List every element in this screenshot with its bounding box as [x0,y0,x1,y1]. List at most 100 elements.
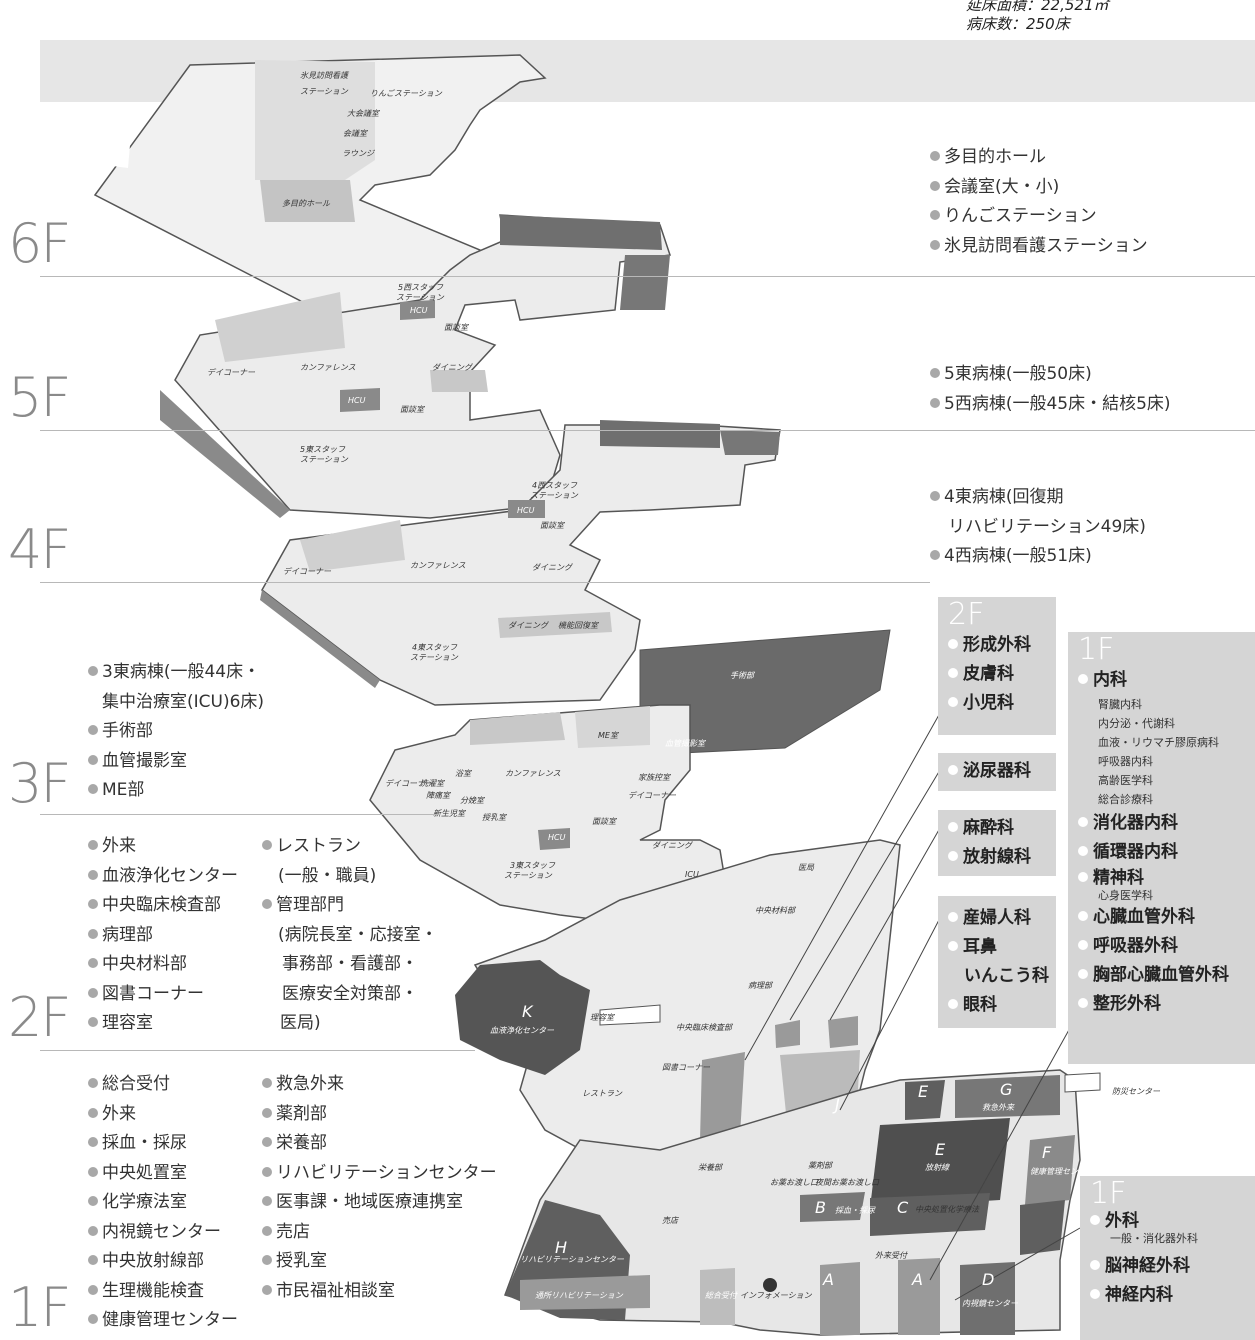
bullet-icon [88,869,98,880]
label-1-endoscopy: 内視鏡センター [962,1299,1018,1308]
list-item: (一般・職員) [278,865,377,886]
label-1-medicine-window: お薬お渡し口 [770,1178,818,1187]
label-5e-staff: 5東スタッフ [300,445,346,454]
label-large-meeting: 大会議室 [347,109,379,118]
label-dialysis: 血液浄化センター [490,1026,554,1035]
facility-list-4f: 4東病棟(回復期 リハビリテーション49床) 4西病棟(一般51床) [930,483,1146,572]
sub-dept: 高齢医学科 [1098,774,1153,787]
list-item: 外来 [88,832,238,862]
panel-urology: 泌尿器科 [938,753,1056,791]
label-k: K [522,1002,533,1021]
label-4w-staff: 4西スタッフ [532,481,578,490]
dept-item: 心臓血管外科 [1068,903,1255,932]
label-1-information: インフォメーション [740,1291,812,1300]
bullet-icon [88,987,98,998]
list-item: 薬剤部 [262,1100,497,1130]
facility-list-6f: 多目的ホール 会議室(大・小) りんごステーション 氷見訪問看護ステーション [930,143,1148,261]
bullet-icon [88,725,98,735]
dept-item: 小児科 [938,689,1056,718]
panel-obgyn: 産婦人科 耳鼻 いんこう科 眼科 [938,896,1056,1028]
bullet-icon [1078,817,1088,827]
label-angiography: 血管撮影室 [665,739,705,748]
dept-item: 麻酔科 [938,810,1056,843]
divider-5f [40,430,1255,431]
label-3-conference: カンファレンス [505,769,561,778]
sub-dept: 腎臓内科 [1098,698,1142,711]
label-3-labor: 陣痛室 [426,791,450,800]
dept-item: 消化器内科 [1068,809,1255,838]
dept-item: 循環器内科 [1068,838,1255,867]
label-1-nutrition: 栄養部 [698,1163,722,1172]
label-5-day-corner: デイコーナー [207,368,255,377]
list-item: 図書コーナー [88,980,238,1010]
panel-anesthesia: 麻酔科 放射線科 [938,810,1056,876]
bullet-icon [262,1255,272,1265]
bullet-icon [88,899,98,909]
facility-list-2f-left: 外来 血液浄化センター 中央臨床検査部 病理部 中央材料部 図書コーナー 理容室 [88,832,238,1039]
list-item: 栄養部 [262,1129,497,1159]
bullet-icon [930,180,940,191]
building-stats: 延床面積：22,521㎡ 病床数：250床 [966,0,1140,34]
bullet-icon [948,941,958,951]
dept-item: 耳鼻 [938,933,1056,962]
label-1-night-medicine: 夜間お薬お渡し口 [815,1178,879,1187]
label-1-pharmacy: 薬剤部 [808,1161,832,1170]
label-5-hcu-a: HCU [410,306,428,315]
facility-list-1f-left: 総合受付 外来 採血・採尿 中央処置室 化学療法室 内視鏡センター 中央放射線部… [88,1070,238,1336]
bullet-icon [88,1314,98,1324]
list-item: 中央処置室 [88,1159,238,1189]
list-item: 外来 [88,1100,238,1130]
bullet-icon [1078,969,1088,979]
floor-3f-map [369,629,891,921]
label-station: ステーション [300,87,348,96]
label-4-interview: 面談室 [540,521,564,530]
label-1-d: D [982,1270,995,1289]
label-meeting: 会議室 [343,129,367,138]
list-item: レストラン [262,832,438,862]
label-3-family: 家族控室 [638,773,670,782]
list-item: 5東病棟(一般50床) [930,360,1171,390]
dept-item: 放射線科 [938,843,1056,872]
bullet-icon [88,1166,98,1177]
bullet-icon [948,912,958,922]
bullet-icon [930,491,940,501]
dept-item: 外科 [1080,1210,1255,1232]
bullet-icon [88,754,98,765]
bullet-icon [262,1137,272,1147]
label-1-day-rehab: 通所リハビリテーション [535,1291,623,1300]
list-item: 5西病棟(一般45床・結核5床) [930,390,1171,420]
dept-item: 神経内科 [1080,1281,1255,1310]
label-1-outpatient-desk: 外来受付 [875,1251,907,1260]
list-item: 中央臨床検査部 [88,891,238,921]
floor-label-4f: 4F [8,518,71,581]
dept-item: 形成外科 [938,631,1056,660]
label-himi-station: 氷見訪問看護 [300,71,348,80]
bullet-icon [948,851,958,861]
label-1-b: B [815,1198,826,1217]
floor-label-5f: 5F [8,366,71,429]
bullet-icon [948,668,958,678]
bullet-icon [948,697,958,707]
label-lounge: ラウンジ [342,149,374,158]
list-item: 4東病棟(回復期 [930,483,1146,513]
list-item: 医局) [280,1013,321,1033]
label-1-disaster-center: 防災センター [1112,1087,1160,1096]
list-item: 市民福祉相談室 [262,1277,497,1307]
bullet-icon [1078,674,1088,684]
bullet-icon [88,1284,98,1295]
list-item: 理容室 [88,1009,238,1039]
label-1-rehab-center: リハビリテーションセンター [520,1255,624,1264]
label-4-dining-a: ダイニング [532,563,572,572]
label-4e-station: ステーション [410,653,458,662]
facility-list-2f-right: レストラン (一般・職員) 管理部門 (病院長室・応接室・ 事務部・看護部・ 医… [262,832,438,1039]
label-5w-staff: 5西スタッフ [398,283,444,292]
divider-4f [40,582,930,583]
bullet-icon [948,999,958,1009]
bullet-icon [88,784,98,794]
label-3e-staff: 3東スタッフ [510,861,556,870]
dept-item: 眼科 [938,991,1056,1020]
list-item: 3東病棟(一般44床・ [88,658,264,688]
label-3-hcu: HCU [548,833,566,842]
panel-title: 1F [1090,1176,1127,1211]
label-4-day-corner: デイコーナー [283,567,331,576]
